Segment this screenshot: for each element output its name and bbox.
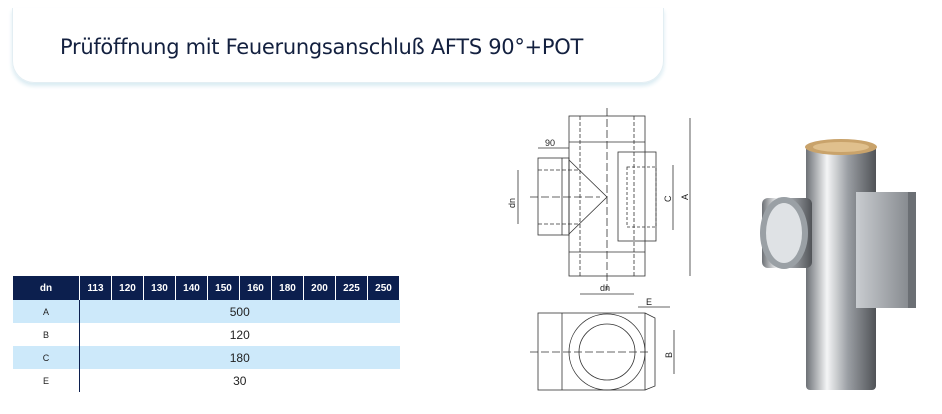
header-col: 120 bbox=[111, 276, 144, 300]
header-col: 113 bbox=[79, 276, 112, 300]
header-col: 150 bbox=[207, 276, 240, 300]
page-title: Prüföffnung mit Feuerungsanschluß AFTS 9… bbox=[60, 35, 583, 59]
table-row: E 30 bbox=[13, 369, 400, 392]
row-value: 500 bbox=[79, 300, 400, 323]
row-value: 120 bbox=[229, 327, 250, 342]
header-col: 180 bbox=[271, 276, 304, 300]
dim-dn-bottom: dn bbox=[600, 283, 610, 293]
row-value: 180 bbox=[79, 346, 400, 369]
dim-E: E bbox=[646, 297, 652, 307]
title-panel bbox=[12, 8, 664, 83]
table-row: B 120 bbox=[13, 323, 400, 346]
table-header-row: dn 113 120 130 140 150 160 180 200 225 2… bbox=[13, 276, 400, 300]
product-photo bbox=[760, 139, 916, 390]
dim-dn-side: dn bbox=[507, 198, 517, 208]
dim-A: A bbox=[680, 194, 690, 200]
header-col: 200 bbox=[303, 276, 336, 300]
row-label: C bbox=[13, 346, 80, 369]
technical-drawing: 90 dn dn A C E B bbox=[507, 108, 691, 391]
header-col: 250 bbox=[367, 276, 400, 300]
row-label: A bbox=[13, 300, 80, 323]
header-col: 160 bbox=[239, 276, 272, 300]
row-label: E bbox=[13, 369, 80, 392]
dim-C: C bbox=[663, 195, 673, 202]
dimensions-table: dn 113 120 130 140 150 160 180 200 225 2… bbox=[13, 276, 400, 392]
row-value: 30 bbox=[233, 373, 247, 388]
header-dn: dn bbox=[13, 276, 80, 300]
header-col: 225 bbox=[335, 276, 368, 300]
header-col: 130 bbox=[143, 276, 176, 300]
header-col: 140 bbox=[175, 276, 208, 300]
dim-B: B bbox=[664, 352, 674, 358]
dim-90: 90 bbox=[545, 138, 555, 148]
row-label: B bbox=[13, 323, 80, 346]
